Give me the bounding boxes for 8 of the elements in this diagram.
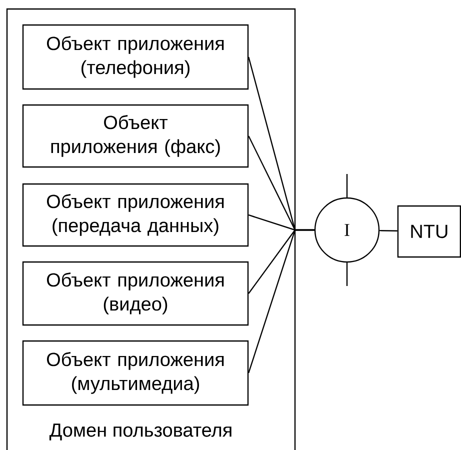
terminal-box: NTU (397, 205, 461, 258)
application-box: Объект приложения (передача данных) (22, 183, 249, 247)
application-box: Объект приложения (факс) (22, 104, 249, 168)
connector-line (380, 230, 398, 232)
application-box: Объект приложения (телефония) (22, 24, 249, 90)
application-box: Объект приложения (мультимедиа) (22, 340, 249, 406)
connector-line (248, 229, 314, 374)
application-box: Объект приложения (видео) (22, 261, 249, 326)
